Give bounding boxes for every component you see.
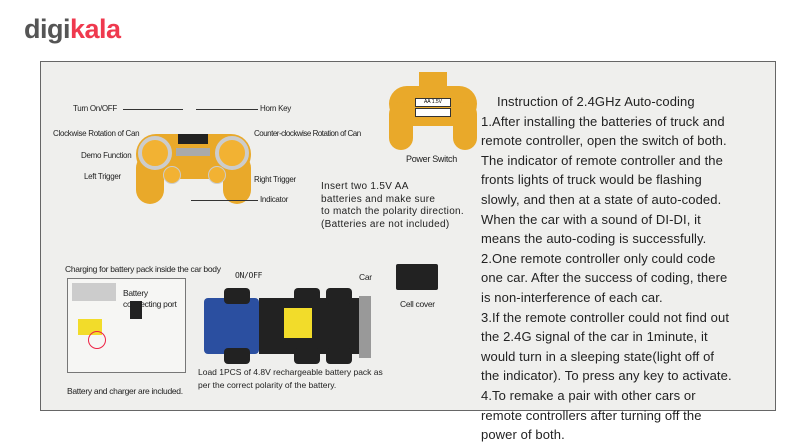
auto-coding-instructions: Instruction of 2.4GHz Auto-coding 1.Afte… (481, 92, 781, 445)
label-car: Car (359, 272, 372, 282)
label-clockwise: Clockwise Rotation of Can (53, 129, 140, 138)
instruction-card: Turn On/OFF Horn Key Clockwise Rotation … (40, 61, 776, 442)
label-left-trigger: Left Trigger (84, 172, 121, 181)
charging-diagram (67, 278, 186, 373)
digikala-logo[interactable]: digikala (24, 14, 121, 44)
charging-title: Charging for battery pack inside the car… (65, 264, 221, 274)
label-demo-function: Demo Function (81, 151, 132, 160)
load-battery-note: Load 1PCS of 4.8V rechargeable battery p… (198, 367, 383, 390)
label-turn-on-off: Turn On/OFF (73, 104, 117, 113)
cell-cover-image (396, 264, 438, 290)
car-chassis-image (204, 288, 376, 364)
label-on-off: ON/OFF (235, 271, 263, 280)
battery-mark: AA 1.5V (415, 98, 451, 107)
label-counter-clockwise: Counter-clockwise Rotation of Can (254, 129, 361, 138)
instruction-title: Instruction of 2.4GHz Auto-coding (497, 94, 695, 109)
controller-front-image (136, 134, 251, 204)
controller-back-image: AA 1.5V (389, 72, 477, 152)
included-note: Battery and charger are included. (67, 386, 183, 396)
label-horn-key: Horn Key (260, 104, 291, 113)
label-right-trigger: Right Trigger (254, 175, 296, 184)
label-indicator: Indicator (260, 195, 288, 204)
label-power-switch: Power Switch (406, 154, 457, 164)
label-cell-cover: Cell cover (400, 299, 435, 309)
